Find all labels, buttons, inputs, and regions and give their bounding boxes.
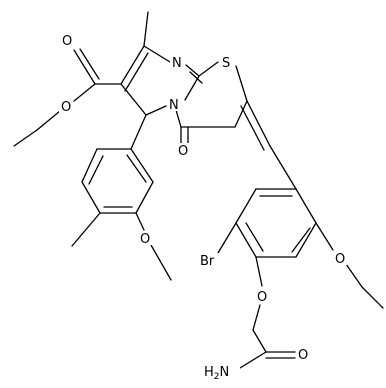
bond [73,49,96,85]
bond [184,75,200,101]
bond [88,155,104,185]
bond [246,100,271,147]
atom-label-br: Br [200,254,215,269]
bond [185,64,200,77]
atom-label-o-oxo: O [178,144,188,159]
bond [120,83,147,116]
bond [126,154,147,183]
atom-label-o-ester-ether: O [61,100,71,115]
bond [245,222,264,252]
bond [217,222,237,254]
atom-label-n-ring-top: N [172,56,182,71]
bond [239,351,267,369]
bond [235,65,248,102]
bond [295,188,317,224]
bond [13,129,38,147]
atom-label-n-ring-fused: N [169,98,179,113]
bond [143,11,149,47]
bond [79,48,100,80]
bond [120,45,145,85]
bond [124,52,149,92]
bond [252,329,267,353]
bond [255,256,263,287]
bond [235,188,257,224]
bond [345,263,363,288]
bond [135,181,154,214]
bond [269,145,297,190]
bond [240,105,265,151]
atom-label-o-methoxy: O [140,232,150,247]
bond [295,222,317,258]
bond [145,105,167,116]
bond [130,114,147,150]
bond [81,181,101,214]
atom-label-o-aryloxy: O [257,290,267,305]
bond [198,61,219,77]
bond [252,304,261,331]
atom-label-o-amide: O [298,348,308,363]
bond [315,222,334,251]
atom-label-o-ethoxy: O [335,252,345,267]
bond [143,45,171,63]
bond-lines [13,11,384,369]
bond [189,71,203,84]
bond [150,244,172,281]
bond [291,227,311,253]
bond [130,148,154,183]
bond [361,286,384,309]
atom-label-o-ester-carbonyl: O [62,34,72,49]
bond [81,148,98,183]
bond [175,109,182,128]
bond [36,110,61,131]
bond [71,212,101,247]
bond [73,83,96,102]
bond [234,100,248,128]
atom-label-s-thiazole: S [222,56,230,71]
bond [235,222,257,258]
bond [135,212,145,231]
atom-labels: O O N N S O O Br O O H2N O [59,33,347,382]
atom-label-h2n-amide: H2N [204,365,229,382]
